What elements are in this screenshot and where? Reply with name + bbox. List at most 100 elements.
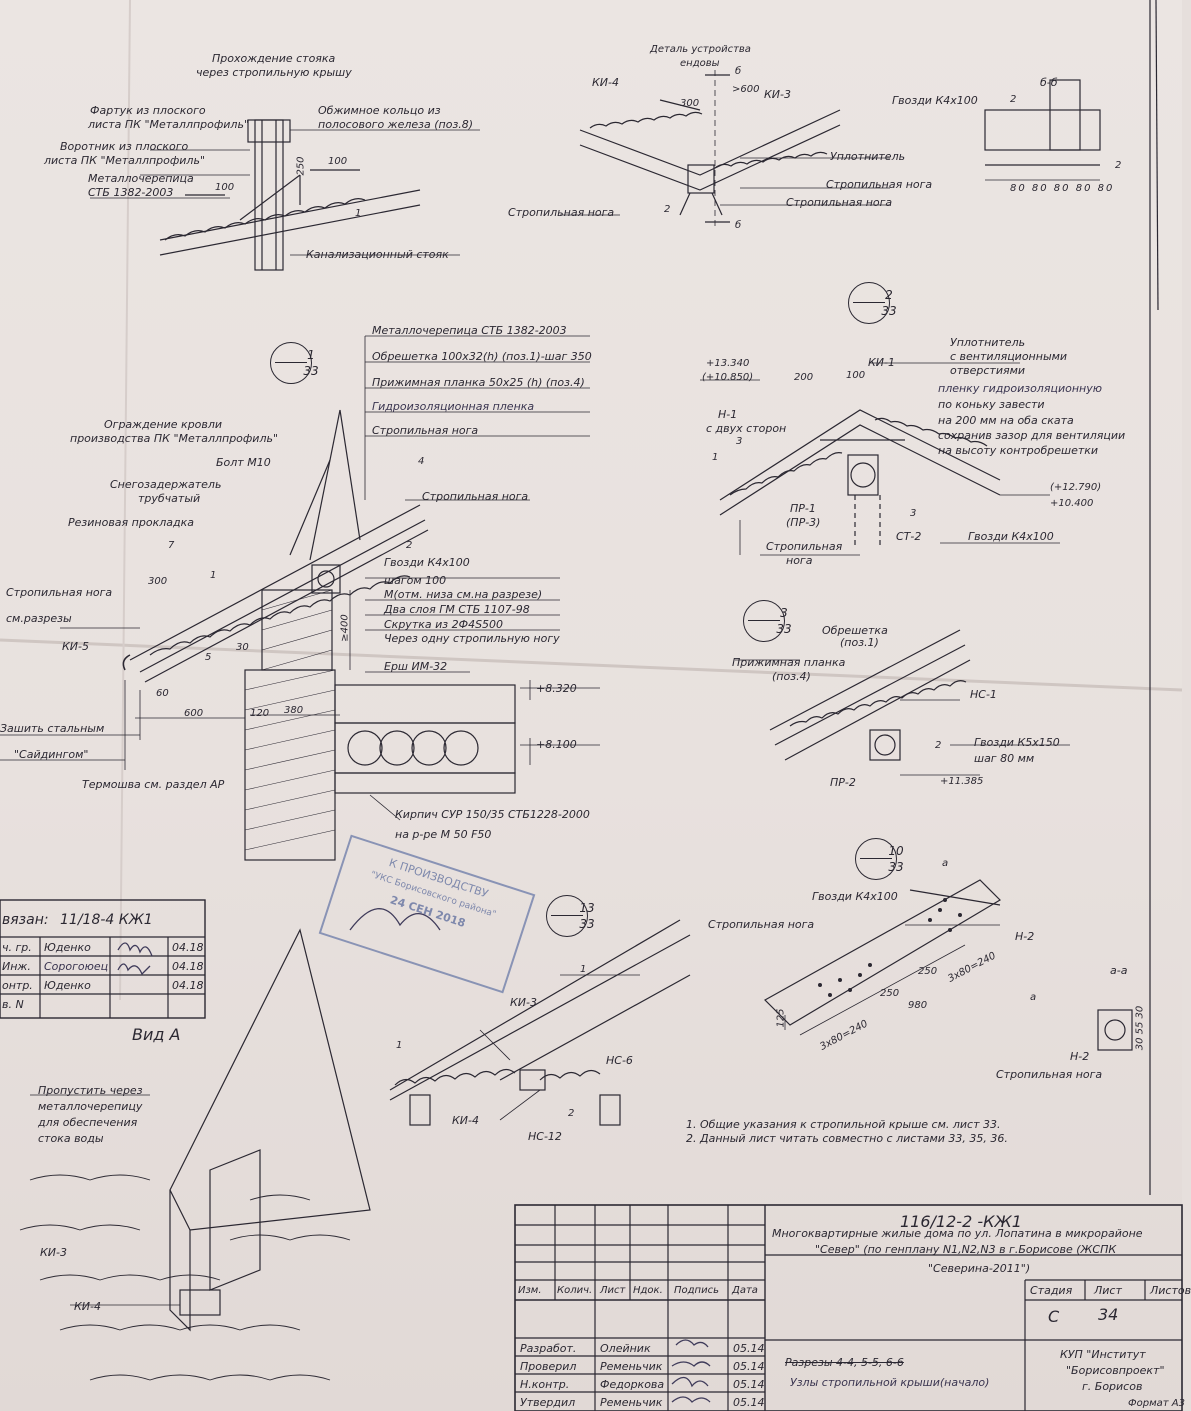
bb-nails: Гвозди К4х100 [892,94,978,107]
node2-seal-2: с вентиляционными [950,350,1068,363]
node1-dim-120: 120 [250,708,270,719]
node1-ki5: КИ-5 [62,640,90,653]
stack-dim-250: 250 [295,156,307,176]
bb-dims: 80 80 80 80 80 [1010,183,1115,194]
node10-aa-rafter: Стропильная нога [996,1068,1103,1081]
node-10-sheet: 33 [888,860,904,874]
stack-title-1: Прохождение стояка [212,52,336,65]
node2-pr1: ПР-1 [790,502,816,515]
node-3-marker: 3 33 [743,600,792,642]
valley-dim-300: 300 [680,98,700,109]
valley-rafter-3: Стропильная нога [508,206,615,219]
node1-fence-2: производства ПК "Металлпрофиль" [70,432,279,445]
node1-callout-5: Стропильная нога [372,424,479,437]
node2-h1: Н-1 [718,408,738,421]
node1-thermo: Термошва см. раздел АР [82,778,225,791]
node2-rafter: Стропильная [766,540,843,553]
node10-cut-top: а [942,858,949,869]
tb-col-change: Изм. [518,1285,542,1296]
node2-ct2: СТ-2 [896,530,922,543]
node1-callout-1: Металлочерепица СТБ 1382-2003 [372,324,567,337]
node-13-marker: 13 33 [546,895,595,937]
tb-role-1: Разработ. [520,1342,577,1355]
tb-role-4: Утвердил [520,1396,576,1409]
bb-title: б-б [1040,76,1058,89]
tb-code: 116/12-2 -КЖ1 [900,1212,1022,1231]
stack-ring-2: полосового железа (поз.8) [318,118,474,131]
node3-strip: Прижимная планка [732,656,846,669]
tb-date-1: 05.14 [733,1342,765,1355]
approval-date-1: 04.18 [172,941,204,954]
node2-elev-d: +10.400 [1050,498,1094,509]
node2-num-3b: 3 [910,508,917,519]
view-a-note-2: металлочерепицу [38,1100,143,1113]
node13-hc6: НС-6 [606,1054,633,1067]
node1-rafter-right: Стропильная нога [422,490,529,503]
stack-apron-2: листа ПК "Металлпрофиль" [88,118,250,131]
node1-m-note: М(отм. низа см.на разрезе) [384,588,543,601]
node3-num-2: 2 [935,740,942,751]
tb-name-2: Ременьчик [600,1360,663,1373]
node13-ki3: КИ-3 [510,996,538,1009]
node10-d125: 125 [775,1008,787,1028]
approval-date-3: 04.18 [172,979,204,992]
approval-date-2: 04.18 [172,960,204,973]
node1-ersh: Ерш ИМ-32 [384,660,448,673]
node1-bolt: Болт М10 [216,456,271,469]
node-13-sheet: 33 [579,917,595,931]
view-a-note-4: стока воды [38,1132,104,1145]
node2-seal-3: отверстиями [950,364,1026,377]
node10-aa-h2: Н-2 [1070,1050,1090,1063]
node2-rafter-2: нога [786,554,813,567]
tb-role-2: Проверил [520,1360,577,1373]
valley-num-2: 2 [664,204,671,215]
tb-date-2: 05.14 [733,1360,765,1373]
node2-dim-100: 100 [846,370,866,381]
stack-tile: Металлочерепица [88,172,194,185]
node3-hc1: НС-1 [970,688,997,701]
tb-name-1: Олейник [600,1342,651,1355]
node1-twist-2: Через одну стропильную ногу [384,632,560,645]
node2-num-3a: 3 [736,436,743,447]
stack-collar-2: листа ПК "Металлпрофиль" [44,154,206,167]
node1-snow: Снегозадержатель [110,478,222,491]
tb-col-signature: Подпись [674,1285,719,1296]
node3-pr2: ПР-2 [830,776,856,789]
tb-stage-label: Стадия [1030,1284,1073,1297]
node2-elev-b: (+10.850) [702,372,754,383]
view-a-ki3: КИ-3 [40,1246,68,1259]
node-1-number: 1 [307,348,315,362]
node1-gm: Два слоя ГМ СТБ 1107-98 [384,603,530,616]
node-3-number: 3 [780,606,788,620]
node-2-number: 2 [885,288,893,302]
bb-num-2a: 2 [1010,94,1017,105]
node2-dim-200: 200 [794,372,814,383]
stack-dim-100a: 100 [215,182,235,193]
node2-film-3: на 200 мм на оба ската [938,414,1074,427]
stack-apron: Фартук из плоского [90,104,206,117]
node13-num-1b: 1 [580,964,587,975]
approval-role-3: онтр. [2,979,33,992]
node13-hc12: НС-12 [528,1130,562,1143]
node1-callout-3: Прижимная планка 50х25 (h) (поз.4) [372,376,585,389]
view-a-ki4: КИ-4 [74,1300,102,1313]
node1-gasket: Резиновая прокладка [68,516,194,529]
tb-drawing-title-struck: Разрезы 4-4, 5-5, 6-6 [785,1356,904,1369]
valley-cut-bottom: б [735,220,742,231]
node1-num-7: 7 [168,540,175,551]
node1-num-4: 4 [418,456,425,467]
tb-date-4: 05.14 [733,1396,765,1409]
node10-rafter: Стропильная нога [708,918,815,931]
node2-ki1: КИ-1 [868,356,896,369]
node3-elev: +11.385 [940,776,984,787]
node1-rafter-left: Стропильная нога [6,586,113,599]
general-note-1: 1. Общие указания к стропильной крыше см… [686,1118,1001,1131]
tb-name-3: Федоркова [600,1378,665,1391]
node2-elev-a: +13.340 [706,358,750,369]
approval-code: 11/18-4 КЖ1 [60,912,153,928]
valley-ki3: КИ-3 [764,88,792,101]
tb-project-1: Многоквартирные жилые дома по ул. Лопати… [772,1227,1143,1240]
node1-fence: Ограждение кровли [104,418,223,431]
node-1-marker: 1 33 [270,342,319,384]
node3-strip-2: (поз.4) [772,670,811,683]
